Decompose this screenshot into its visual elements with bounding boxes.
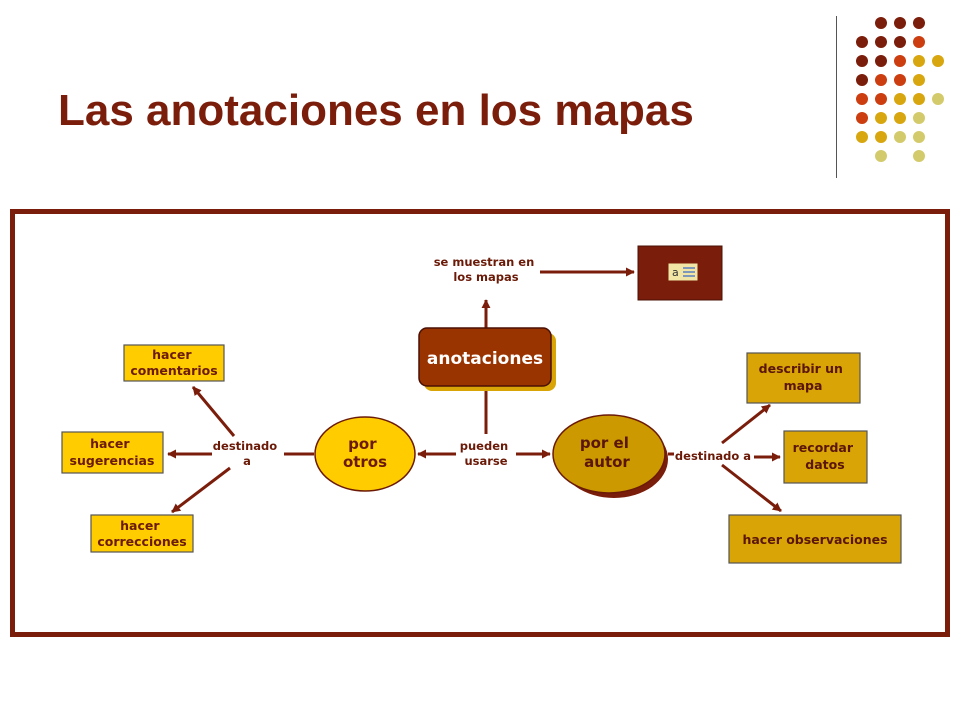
title-divider xyxy=(836,16,837,178)
decorative-dot xyxy=(875,36,887,48)
decorative-dot xyxy=(875,150,887,162)
link-label-se-muestran: se muestran en los mapas xyxy=(434,255,539,284)
decorative-dot xyxy=(856,55,868,67)
decorative-dot xyxy=(913,131,925,143)
decorative-dot xyxy=(894,112,906,124)
arrow-left-link-to-comentarios xyxy=(191,386,236,437)
node-describir-label: describir un mapa xyxy=(759,361,848,393)
decorative-dot xyxy=(913,17,925,29)
node-por-autor: por el autor xyxy=(552,414,668,498)
node-por-autor-label: por el autor xyxy=(580,434,634,471)
decorative-dot xyxy=(856,74,868,86)
decorative-dot xyxy=(856,93,868,105)
decorative-dot xyxy=(856,36,868,48)
decorative-dot xyxy=(875,17,887,29)
node-hacer-comentarios-label: hacer comentarios xyxy=(130,347,217,378)
node-por-otros: por otros xyxy=(314,416,416,492)
decorative-dot xyxy=(894,55,906,67)
decorative-dot xyxy=(875,74,887,86)
decorative-dot xyxy=(875,131,887,143)
arrow-right-link-to-describir xyxy=(721,403,771,445)
decorative-dot xyxy=(894,36,906,48)
node-anotaciones: anotaciones xyxy=(418,327,556,391)
decorative-dot xyxy=(875,112,887,124)
arrow-right-link-to-observaciones xyxy=(721,463,782,513)
decorative-dot xyxy=(894,17,906,29)
decorative-dot xyxy=(875,93,887,105)
diagram-frame xyxy=(10,209,950,637)
decorative-dot xyxy=(932,55,944,67)
node-hacer-observaciones: hacer observaciones xyxy=(728,514,902,564)
connector-lines xyxy=(167,267,782,514)
decorative-dot xyxy=(913,55,925,67)
node-hacer-correcciones: hacer correcciones xyxy=(90,514,194,553)
decorative-dot xyxy=(913,36,925,48)
node-hacer-sugerencias: hacer sugerencias xyxy=(61,431,164,474)
annotation-icon-glyph: a xyxy=(672,266,679,279)
decorative-dot xyxy=(894,93,906,105)
node-anotaciones-label: anotaciones xyxy=(427,349,543,369)
node-describir-un-mapa: describir un mapa xyxy=(746,352,861,404)
node-recordar-label: recordar datos xyxy=(793,440,858,472)
annotation-note-icon: a xyxy=(667,262,699,282)
decorative-dot xyxy=(856,112,868,124)
decorative-dot xyxy=(875,55,887,67)
decorative-dot xyxy=(856,131,868,143)
arrow-left-link-to-correcciones xyxy=(171,466,231,514)
node-hacer-sugerencias-label: hacer sugerencias xyxy=(70,436,155,468)
annotation-icon-box: a xyxy=(637,245,723,301)
decorative-dot xyxy=(913,112,925,124)
node-recordar-datos: recordar datos xyxy=(783,430,868,484)
node-hacer-correcciones-label: hacer correcciones xyxy=(97,518,186,549)
slide-title: Las anotaciones en los mapas xyxy=(58,86,694,135)
link-label-destinado-left: destinado a xyxy=(213,439,281,468)
node-hacer-observaciones-label: hacer observaciones xyxy=(742,532,887,547)
node-por-otros-label: por otros xyxy=(343,435,387,471)
link-label-destinado-right: destinado a xyxy=(675,449,751,463)
link-label-pueden-usarse: pueden usarse xyxy=(460,439,512,468)
decorative-dot xyxy=(894,131,906,143)
decorative-dot xyxy=(913,93,925,105)
decorative-dot xyxy=(913,150,925,162)
decorative-dot xyxy=(932,93,944,105)
decorative-dot xyxy=(894,74,906,86)
decorative-dot xyxy=(913,74,925,86)
node-hacer-comentarios: hacer comentarios xyxy=(123,344,225,382)
